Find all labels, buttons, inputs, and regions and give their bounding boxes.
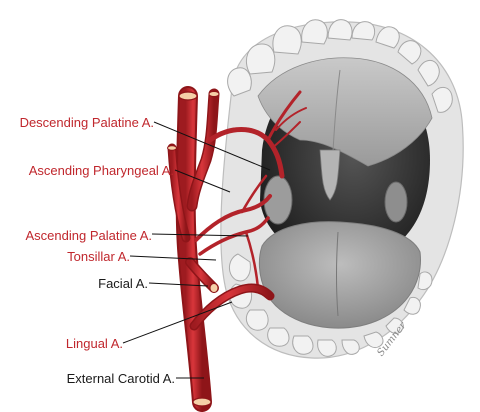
tongue-median-groove: [336, 231, 339, 317]
label-facial: Facial A.: [98, 276, 148, 291]
upper-teeth: [227, 19, 453, 113]
oral-cavity: [220, 19, 464, 359]
uvula: [319, 149, 341, 201]
label-descending-palatine: Descending Palatine A.: [19, 115, 154, 130]
tonsil-right: [384, 181, 408, 223]
palate: [257, 57, 433, 167]
label-ascending-pharyngeal: Ascending Pharyngeal A.: [28, 163, 174, 178]
label-external-carotid: External Carotid A.: [66, 371, 175, 386]
label-lingual: Lingual A.: [65, 336, 123, 351]
arterial-tree: [167, 86, 307, 412]
ascending-palatine-artery: [194, 194, 272, 242]
leader-lines: [122, 121, 271, 379]
label-tonsillar: Tonsillar A.: [67, 249, 130, 264]
label-ascending-palatine: Ascending Palatine A.: [25, 228, 152, 243]
